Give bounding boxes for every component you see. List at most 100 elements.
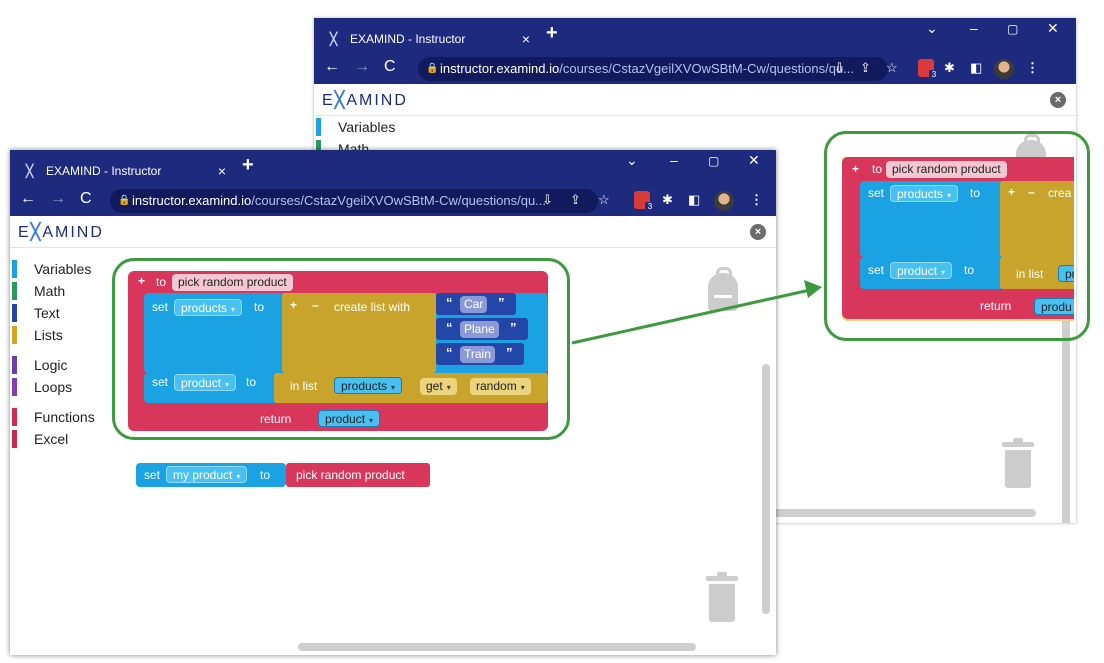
share-icon[interactable]: ⇪ [570, 192, 581, 207]
set-product-block[interactable]: set product▾ to in list products▾ get▾ r… [144, 373, 548, 403]
list-remove-icon[interactable]: – [1028, 185, 1035, 199]
browser-tab[interactable]: ╳EXAMIND - Instructor × [18, 156, 234, 186]
category-color-bar [316, 118, 321, 136]
bookmark-star-icon[interactable]: ☆ [598, 192, 610, 207]
new-tab-button[interactable]: + [546, 22, 558, 44]
side-panel-icon[interactable]: ◧ [688, 192, 701, 207]
call-procedure-block[interactable]: pick random product [286, 463, 430, 487]
blockly-workspace[interactable]: + to pick random product set products▾ t… [108, 248, 776, 655]
procedure-block-zoomed[interactable]: + to pick random product set products▾ t… [842, 157, 1074, 319]
url-host: instructor.examind.io [132, 193, 252, 208]
close-editor-button[interactable]: × [1050, 92, 1066, 108]
procedure-definition-block[interactable]: + to pick random product set products▾ t… [128, 271, 548, 431]
profile-avatar[interactable] [714, 191, 734, 211]
tab-search-icon[interactable]: ⌄ [626, 152, 638, 168]
extensions-puzzle-icon[interactable]: ✱ [662, 192, 673, 207]
toolbox-category-excel[interactable]: Excel [10, 428, 108, 450]
bookmark-star-icon[interactable]: ☆ [886, 60, 898, 75]
trash-icon[interactable] [1002, 438, 1034, 488]
browser-menu-icon[interactable]: ⋮ [750, 192, 763, 207]
toolbox-category-variables[interactable]: Variables [314, 116, 412, 138]
tab-close-icon[interactable]: × [217, 163, 226, 179]
procedure-name-field[interactable]: pick random product [886, 161, 1007, 178]
extension-red-icon[interactable]: 3 [918, 59, 939, 80]
address-bar[interactable]: 🔒instructor.examind.io/courses/CstazVgei… [418, 57, 888, 81]
variable-dropdown[interactable]: products▾ [174, 299, 243, 316]
trash-icon[interactable] [706, 572, 738, 622]
tab-search-icon[interactable]: ⌄ [926, 20, 938, 36]
toolbox-category-lists[interactable]: Lists [10, 324, 108, 346]
new-tab-button[interactable]: + [242, 154, 254, 176]
in-list-block[interactable]: in list pro [1000, 257, 1074, 289]
toolbox-category-functions[interactable]: Functions [10, 406, 108, 428]
close-editor-button[interactable]: × [750, 224, 766, 240]
browser-menu-icon[interactable]: ⋮ [1026, 60, 1039, 75]
toolbox-category-loops[interactable]: Loops [10, 376, 108, 398]
extension-red-icon[interactable]: 3 [634, 191, 655, 212]
back-icon[interactable]: ← [324, 58, 340, 75]
minimize-button[interactable]: – [970, 20, 978, 36]
procedure-name-field[interactable]: pick random product [172, 274, 293, 291]
tab-close-icon[interactable]: × [521, 31, 530, 47]
product-var-block[interactable]: produ [1034, 298, 1074, 315]
add-param-icon[interactable]: + [852, 162, 860, 176]
text-block-car[interactable]: “ Car ” [436, 293, 516, 315]
get-mode-dropdown[interactable]: get▾ [420, 378, 457, 395]
set-product-block[interactable]: set product▾ to in list pro [860, 257, 1074, 289]
address-bar[interactable]: 🔒instructor.examind.io/courses/CstazVgei… [110, 189, 598, 213]
variable-dropdown[interactable]: product▾ [890, 262, 953, 279]
profile-avatar[interactable] [994, 59, 1014, 79]
position-dropdown[interactable]: random▾ [470, 378, 531, 395]
maximize-button[interactable]: ▢ [1007, 22, 1019, 36]
horizontal-scrollbar[interactable] [298, 643, 696, 651]
examind-favicon-icon: ╳ [330, 32, 338, 46]
side-panel-icon[interactable]: ◧ [970, 60, 983, 75]
list-get-block[interactable]: in list products▾ get▾ random▾ [274, 373, 548, 403]
forward-icon[interactable]: → [50, 190, 66, 207]
products-var-block[interactable]: pro [1058, 265, 1074, 282]
text-value[interactable]: Train [460, 346, 495, 363]
backpack-icon[interactable] [708, 267, 738, 311]
browser-tab[interactable]: ╳EXAMIND - Instructor × [322, 24, 538, 54]
variable-dropdown[interactable]: my product▾ [166, 466, 248, 483]
horizontal-scrollbar[interactable] [752, 509, 1036, 517]
reload-icon[interactable]: C [80, 190, 92, 207]
set-products-block[interactable]: set products▾ to + – crea [860, 181, 1074, 257]
minimize-button[interactable]: – [670, 152, 678, 168]
install-app-icon[interactable]: ⇩ [542, 192, 553, 207]
list-remove-icon[interactable]: – [312, 298, 319, 312]
share-icon[interactable]: ⇪ [860, 60, 871, 75]
close-window-button[interactable]: ✕ [748, 152, 760, 168]
install-app-icon[interactable]: ⇩ [834, 60, 845, 75]
category-color-bar [12, 430, 17, 448]
create-list-block[interactable]: + – crea [1000, 181, 1074, 257]
list-add-icon[interactable]: + [290, 298, 298, 312]
variable-dropdown[interactable]: products▾ [890, 185, 959, 202]
toolbox-category-math[interactable]: Math [10, 280, 108, 302]
maximize-button[interactable]: ▢ [708, 154, 720, 168]
category-color-bar [12, 356, 17, 374]
list-add-icon[interactable]: + [1008, 185, 1016, 199]
text-value[interactable]: Plane [460, 321, 499, 338]
products-var-block[interactable]: products▾ [334, 377, 403, 394]
set-products-block[interactable]: set products▾ to + – create list with “ … [144, 293, 548, 373]
close-window-button[interactable]: ✕ [1047, 20, 1059, 36]
toolbox-category-text[interactable]: Text [10, 302, 108, 324]
text-block-plane[interactable]: “ Plane ” [436, 318, 528, 340]
vertical-scrollbar[interactable] [762, 364, 770, 614]
forward-icon[interactable]: → [354, 58, 370, 75]
toolbox-category-logic[interactable]: Logic [10, 354, 108, 376]
text-value[interactable]: Car [460, 296, 488, 313]
text-block-train[interactable]: “ Train ” [436, 343, 524, 365]
add-param-icon[interactable]: + [138, 274, 146, 288]
back-icon[interactable]: ← [20, 190, 36, 207]
reload-icon[interactable]: C [384, 58, 396, 75]
toolbox-category-variables[interactable]: Variables [10, 258, 108, 280]
category-color-bar [316, 140, 321, 158]
extensions-puzzle-icon[interactable]: ✱ [944, 60, 955, 75]
vertical-scrollbar[interactable] [1062, 196, 1070, 523]
set-my-product-block[interactable]: set my product▾ to [136, 463, 286, 487]
product-var-block[interactable]: product▾ [318, 410, 381, 427]
variable-dropdown[interactable]: product▾ [174, 374, 237, 391]
create-list-block[interactable]: + – create list with [282, 293, 436, 373]
